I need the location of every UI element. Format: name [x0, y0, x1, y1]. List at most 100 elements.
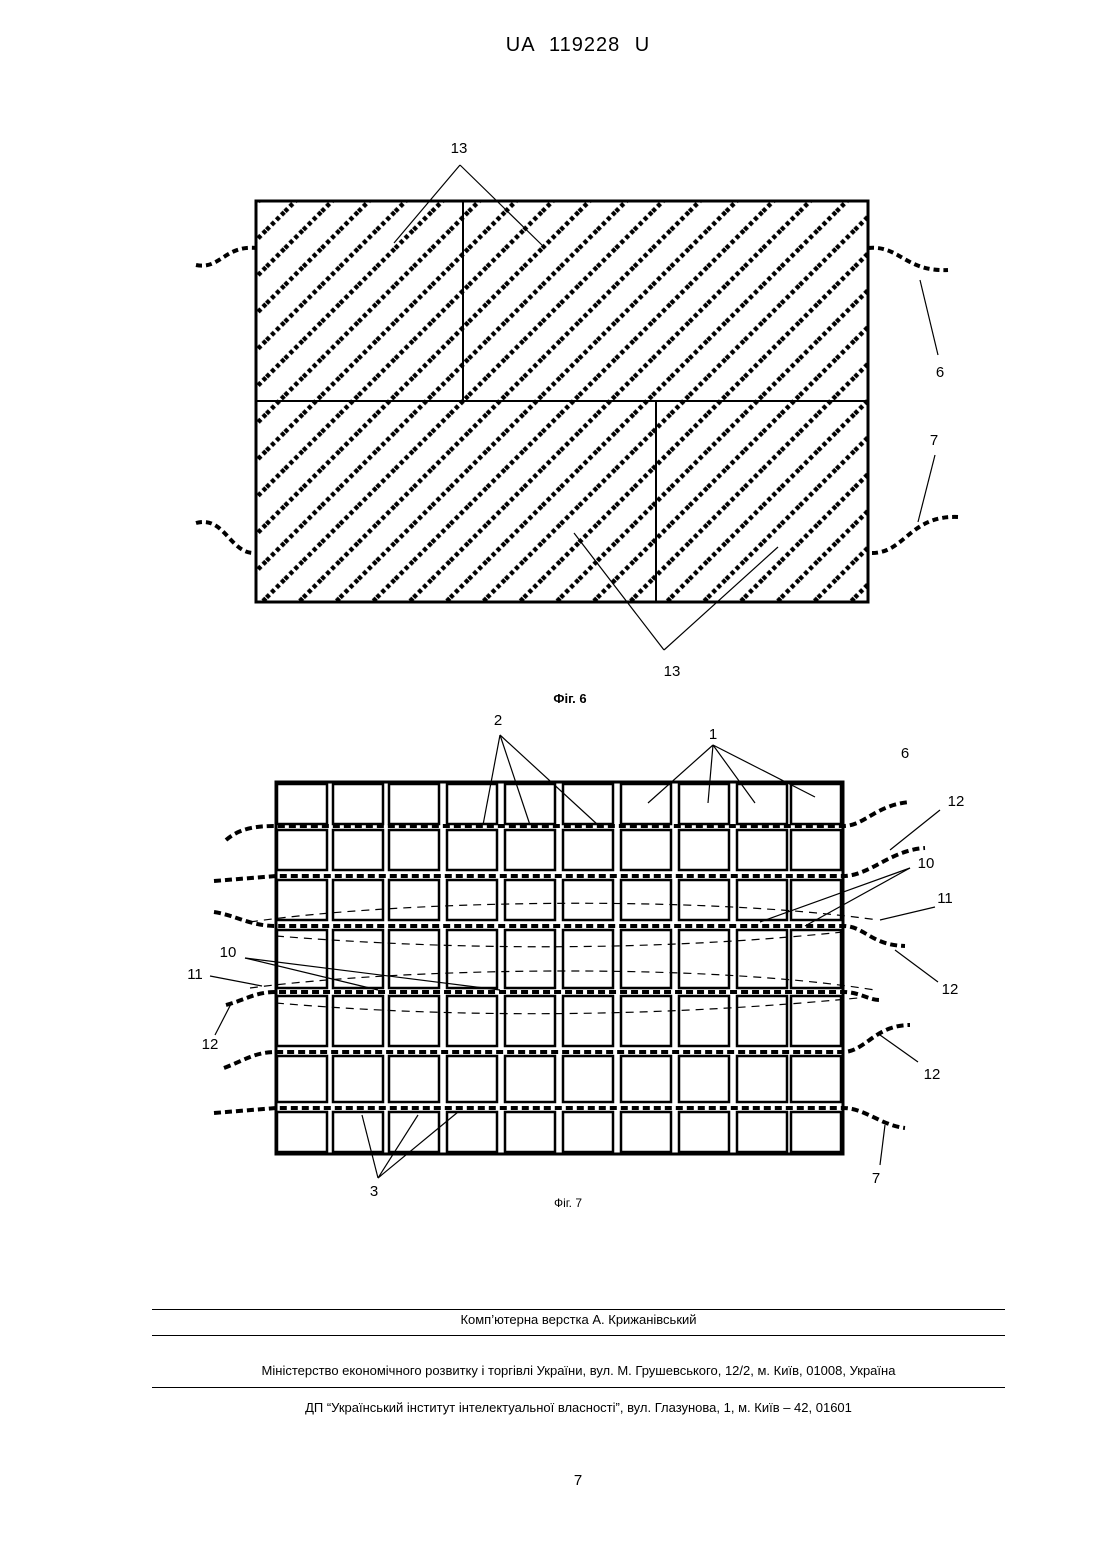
grid-cell [679, 830, 729, 870]
grid-cell [333, 996, 383, 1046]
grid-cell [791, 1112, 841, 1152]
label-13-top: 13 [439, 140, 479, 157]
grid-cell [791, 880, 841, 920]
grid-cell [447, 880, 497, 920]
grid-cell [333, 1112, 383, 1152]
grid-cell [447, 930, 497, 988]
grid-cell [333, 830, 383, 870]
grid-cell [505, 1056, 555, 1102]
grid-cell [791, 830, 841, 870]
grid-cell [621, 830, 671, 870]
grid-cell [277, 1112, 327, 1152]
grid-cell [563, 1056, 613, 1102]
grid-cell [621, 880, 671, 920]
footer-rule-1 [152, 1309, 1005, 1310]
cable-7-left [196, 522, 256, 553]
grid-cell [679, 1112, 729, 1152]
grid-cell [389, 1112, 439, 1152]
grid-cell [621, 1112, 671, 1152]
footer-institute: ДП “Український інститут інтелектуальної… [152, 1400, 1005, 1415]
grid-cell [737, 1112, 787, 1152]
grid-cell [505, 996, 555, 1046]
grid-cell [277, 1056, 327, 1102]
grid-cell [791, 1056, 841, 1102]
grid-cell [737, 930, 787, 988]
label-1: 1 [693, 726, 733, 743]
footer-ministry: Міністерство економічного розвитку і тор… [152, 1363, 1005, 1378]
grid-cell [389, 830, 439, 870]
grid-cell [505, 1112, 555, 1152]
grid-cell [447, 830, 497, 870]
grid-cell [447, 996, 497, 1046]
footer-rule-3 [152, 1387, 1005, 1388]
grid-cell [621, 784, 671, 824]
cable-6-left [196, 248, 256, 266]
label-13-bottom: 13 [652, 663, 692, 680]
grid-cell [389, 1056, 439, 1102]
label-6: 6 [920, 364, 960, 381]
grid-cell [277, 830, 327, 870]
cables-and-strips [214, 802, 925, 1128]
figure-6-drawing [0, 0, 1101, 720]
label-12-b: 12 [930, 981, 970, 998]
grid-cell [505, 784, 555, 824]
grid-cell [563, 930, 613, 988]
label-11-b: 11 [175, 966, 215, 983]
grid-cell [737, 784, 787, 824]
grid-cell [333, 1056, 383, 1102]
grid-cell [333, 880, 383, 920]
footer-layout-credit: Комп’ютерна верстка А. Крижанівський [152, 1312, 1005, 1327]
grid-cell [389, 784, 439, 824]
label-12-a: 12 [936, 793, 976, 810]
grid-cell [679, 784, 729, 824]
grid-cell [791, 930, 841, 988]
leader-6 [920, 280, 938, 355]
figure-7-drawing [0, 700, 1101, 1220]
grid-cell [679, 1056, 729, 1102]
grid-outline [276, 782, 843, 1154]
figure-7-caption: Фіг. 7 [538, 1196, 598, 1210]
grid-cell [277, 784, 327, 824]
grid-cell [737, 880, 787, 920]
cable-6-right [868, 248, 948, 270]
grid-cell [447, 1112, 497, 1152]
grid-cell [621, 1056, 671, 1102]
grid-cell [563, 880, 613, 920]
label-12-c: 12 [190, 1036, 230, 1053]
grid-cell [389, 880, 439, 920]
label-10-a: 10 [906, 855, 946, 872]
grid-cell [737, 996, 787, 1046]
footer-rule-2 [152, 1335, 1005, 1336]
grid-cell [447, 1056, 497, 1102]
grid-cell [737, 1056, 787, 1102]
grid-cell [679, 880, 729, 920]
label-7: 7 [914, 432, 954, 449]
grid-cell [679, 996, 729, 1046]
grid-cell [563, 830, 613, 870]
grid-cell [679, 930, 729, 988]
grid-cell [621, 996, 671, 1046]
label-7-fig7: 7 [856, 1170, 896, 1187]
grid-cell [737, 830, 787, 870]
grid-cell [791, 784, 841, 824]
grid-cell [389, 996, 439, 1046]
grid-cell [563, 784, 613, 824]
grid-cell [505, 930, 555, 988]
leader-7 [918, 455, 935, 522]
label-12-d: 12 [912, 1066, 952, 1083]
page-number: 7 [560, 1472, 596, 1489]
cell-grid [276, 782, 843, 1154]
grid-cell [563, 996, 613, 1046]
label-11-a: 11 [925, 890, 965, 907]
cable-7-right [872, 517, 958, 553]
grid-cell [277, 996, 327, 1046]
grid-cell [621, 930, 671, 988]
grid-cell [505, 830, 555, 870]
label-6-fig7: 6 [885, 745, 925, 762]
label-2: 2 [478, 712, 518, 729]
grid-cell [563, 1112, 613, 1152]
grid-cell [333, 784, 383, 824]
label-10-b: 10 [208, 944, 248, 961]
label-3: 3 [354, 1183, 394, 1200]
grid-cell [505, 880, 555, 920]
